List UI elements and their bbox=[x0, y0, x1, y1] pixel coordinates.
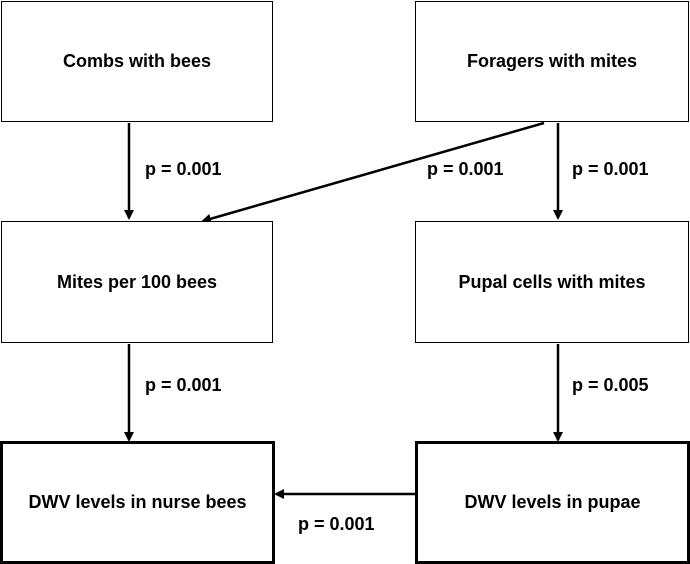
arrow-foragers-to-mites bbox=[201, 121, 545, 224]
node-foragers-with-mites: Foragers with mites bbox=[415, 1, 689, 122]
node-combs-with-bees: Combs with bees bbox=[1, 1, 273, 122]
node-mites-per-100-bees: Mites per 100 bees bbox=[1, 221, 273, 343]
node-dwv-nurse-bees: DWV levels in nurse bees bbox=[0, 441, 275, 564]
node-foragers-label: Foragers with mites bbox=[466, 51, 638, 71]
edge-label-foragers-to-mites: p = 0.001 bbox=[427, 159, 504, 179]
node-dwv-pupae-label: DWV levels in pupae bbox=[464, 492, 641, 512]
edge-label-pupal-to-pupae: p = 0.005 bbox=[572, 375, 649, 395]
edge-label-pupae-to-nurse: p = 0.001 bbox=[298, 514, 375, 534]
edge-label-combs-to-mites: p = 0.001 bbox=[145, 159, 222, 179]
node-dwv-nurse-label: DWV levels in nurse bees bbox=[28, 492, 247, 512]
node-dwv-pupae: DWV levels in pupae bbox=[415, 441, 690, 564]
node-combs-label: Combs with bees bbox=[62, 51, 212, 71]
edge-label-mites-to-nurse: p = 0.001 bbox=[145, 375, 222, 395]
node-mites-label: Mites per 100 bees bbox=[56, 271, 218, 292]
edge-label-foragers-to-pupal: p = 0.001 bbox=[572, 159, 649, 179]
node-pupal-cells-with-mites: Pupal cells with mites bbox=[415, 221, 689, 343]
node-pupal-label: Pupal cells with mites bbox=[458, 271, 646, 292]
